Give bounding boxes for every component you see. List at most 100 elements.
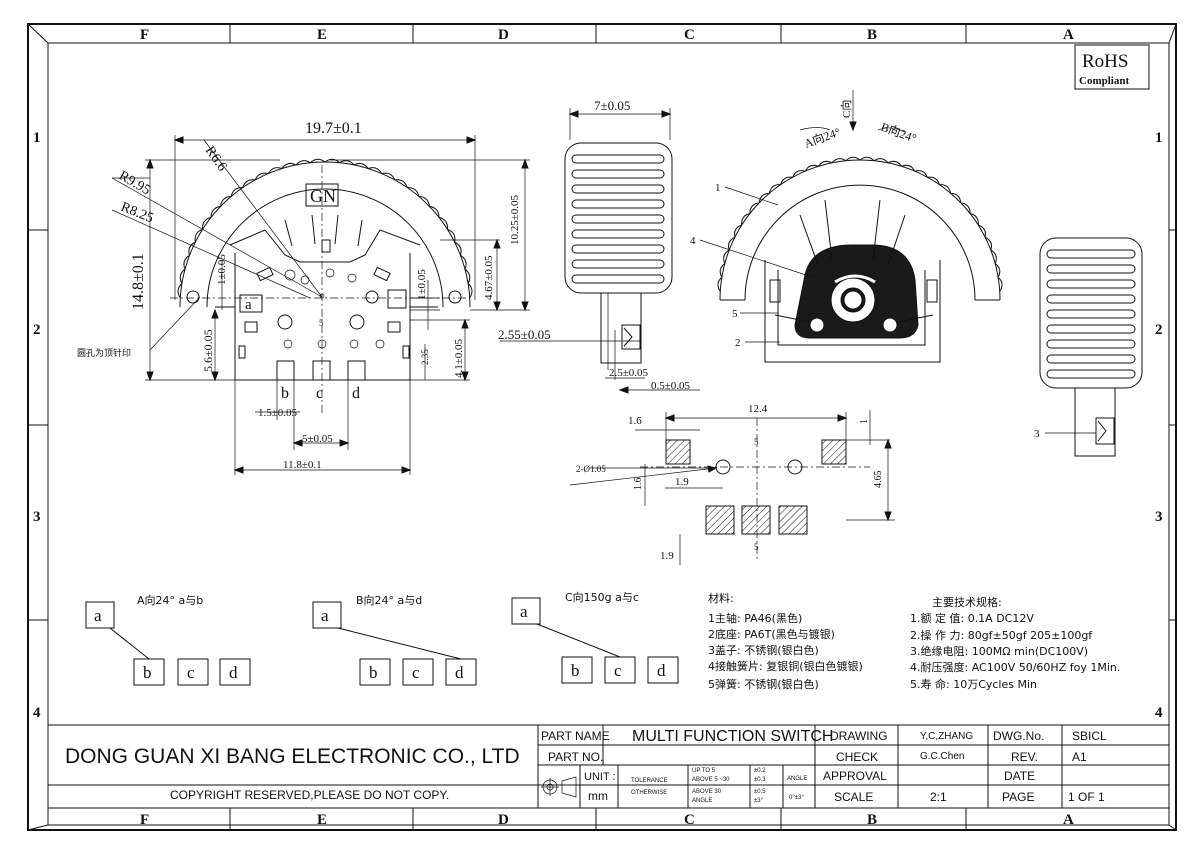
company-name: DONG GUAN XI BANG ELECTRONIC CO., LTD xyxy=(65,745,520,768)
dim-05: 0.5±0.05 xyxy=(651,380,691,392)
zone-letter: D xyxy=(498,27,509,43)
rohs-compliant-label: Compliant xyxy=(1079,75,1129,87)
zone-letter: D xyxy=(498,812,509,828)
dim-1: 1±0.05 xyxy=(416,269,428,300)
tol-range-4: ANGLE xyxy=(692,798,712,804)
dim-25: 2.5±0.05 xyxy=(609,367,649,379)
pad xyxy=(665,439,691,465)
function-diagram-a: A向24° a与b a b c d xyxy=(85,593,251,686)
materials-list: 材料: 1主轴: PA46(黑色) 2底座: PA6T(黑色与镀银) 3盖子: … xyxy=(708,591,863,691)
dim-height: 14.8±0.1 xyxy=(130,253,147,310)
scale-value: 2:1 xyxy=(930,790,947,804)
projection-symbol-icon xyxy=(541,776,577,798)
part-no-label: PART NO. xyxy=(548,750,603,764)
top-view-outer-arc xyxy=(719,159,1001,301)
tolerance-label: TOLERANCE xyxy=(631,778,668,784)
spec-item: 5.寿 命: 10万Cycles Min xyxy=(910,677,1037,691)
checked-by: G.C.Chen xyxy=(920,751,964,762)
unit-value: mm xyxy=(588,789,608,803)
zone-letter: F xyxy=(140,27,149,43)
dim-467: 4.67±0.05 xyxy=(483,255,495,300)
direction-c-label: C向 xyxy=(839,100,853,118)
zone-number: 4 xyxy=(1155,705,1163,721)
dim-16-top: 1.6 xyxy=(628,415,642,427)
tol-range-2: ABOVE 5 ~30 xyxy=(692,777,730,783)
pin-label: c xyxy=(187,663,195,682)
angle-value: 0°±3° xyxy=(789,795,804,801)
zone-letter: B xyxy=(867,812,877,828)
materials-title: 材料: xyxy=(708,591,734,605)
unit-label: UNIT : xyxy=(584,771,616,783)
zone-numbers-right: 1 2 3 4 xyxy=(1155,130,1163,721)
spec-item: 4.耐压强度: AC100V 50/60HZ foy 1Min. xyxy=(910,660,1120,674)
end-view: 3 xyxy=(1034,237,1143,457)
pin-label: d xyxy=(455,663,464,682)
dim-15: 1.5±0.05 xyxy=(258,407,298,419)
dim-19-bottom: 1.9 xyxy=(660,550,674,562)
page-value: 1 OF 1 xyxy=(1068,790,1105,804)
dim-56: 5.6±0.05 xyxy=(201,329,215,372)
pin-label: b xyxy=(571,661,580,680)
pin-label: c xyxy=(614,661,622,680)
radius-r66: R6.6 xyxy=(202,144,230,175)
zone-letter: C xyxy=(684,27,695,43)
logo-gn: GN xyxy=(310,186,336,206)
part-name-value: MULTI FUNCTION SWITCH xyxy=(632,728,833,745)
scale-label: SCALE xyxy=(834,790,873,804)
pin-label: c xyxy=(412,663,420,682)
function-title: A向24° a与b xyxy=(137,593,203,607)
zone-letter: C xyxy=(684,812,695,828)
otherwise-label: OTHERWISE xyxy=(631,790,667,796)
material-item: 3盖子: 不锈钢(银白色) xyxy=(708,643,819,657)
end-view-ribs xyxy=(1046,249,1136,379)
material-item: 2底座: PA6T(黑色与镀银) xyxy=(708,627,835,641)
rev-label: REV. xyxy=(1011,750,1038,764)
dim-19: 1.9 xyxy=(675,476,689,488)
tol-value-1: ±0.2 xyxy=(754,768,766,774)
radius-r995: R9.95 xyxy=(116,168,153,198)
pin-label: a xyxy=(321,606,329,625)
zone-letter: B xyxy=(867,27,877,43)
wheel-inner-arc-2 xyxy=(229,229,421,246)
dim-255: 2.55±0.05 xyxy=(498,327,551,342)
terminal-c xyxy=(312,360,331,381)
tol-range-3: ABOVE 30 xyxy=(692,789,722,795)
front-view: GN a b c d 5 R6.6 R9.95 R8.25 19.7±0.1 1… xyxy=(77,120,530,475)
center-mark: 5 xyxy=(319,318,324,328)
rev-value: A1 xyxy=(1072,750,1087,764)
side-ribs xyxy=(571,154,665,284)
dim-7: 7±0.05 xyxy=(594,98,630,113)
dwg-no-value: SBICL xyxy=(1072,729,1107,743)
zone-letter: E xyxy=(317,812,327,828)
angle-label: ANGLE xyxy=(787,776,807,782)
hub-window xyxy=(264,229,381,263)
zone-letter: F xyxy=(140,812,149,828)
pad xyxy=(705,505,735,535)
direction-b-label: B向24° xyxy=(879,119,919,146)
pin-a-label: a xyxy=(245,297,252,313)
function-diagram-c: C向150g a与c a b c d xyxy=(511,590,679,684)
side-view: 7±0.05 2.55±0.05 2.5±0.05 0.5±0.05 xyxy=(498,98,700,394)
pin-label: b xyxy=(143,663,152,682)
dim-16-left: 1.6 xyxy=(633,478,644,491)
dim-2-holes: 2-Ø1.05 xyxy=(576,464,606,474)
note-ejector-hole: 圆孔为顶针印 xyxy=(77,347,131,359)
top-view-knurl xyxy=(717,156,1003,292)
pin-label: a xyxy=(94,606,102,625)
callout-4: 4 xyxy=(690,235,696,247)
pin-d-label: d xyxy=(352,385,360,402)
material-item: 1主轴: PA46(黑色) xyxy=(708,611,802,625)
material-item: 5弹簧: 不锈钢(银白色) xyxy=(708,677,819,691)
pin-b-label: b xyxy=(281,385,289,402)
date-label: DATE xyxy=(1004,769,1035,783)
specs-list: 主要技术规格: 1.额 定 值: 0.1A DC12V 2.操 作 力: 80g… xyxy=(910,595,1120,691)
dim-width: 19.7±0.1 xyxy=(305,120,362,137)
zone-number: 1 xyxy=(33,130,41,146)
dim-1-left: 1±0.05 xyxy=(216,254,228,285)
tol-value-3: ±0.5 xyxy=(754,789,766,795)
pin-label: a xyxy=(520,602,528,621)
spec-item: 1.额 定 值: 0.1A DC12V xyxy=(910,611,1034,625)
specs-title: 主要技术规格: xyxy=(932,595,1002,609)
zone-number: 2 xyxy=(33,322,41,338)
